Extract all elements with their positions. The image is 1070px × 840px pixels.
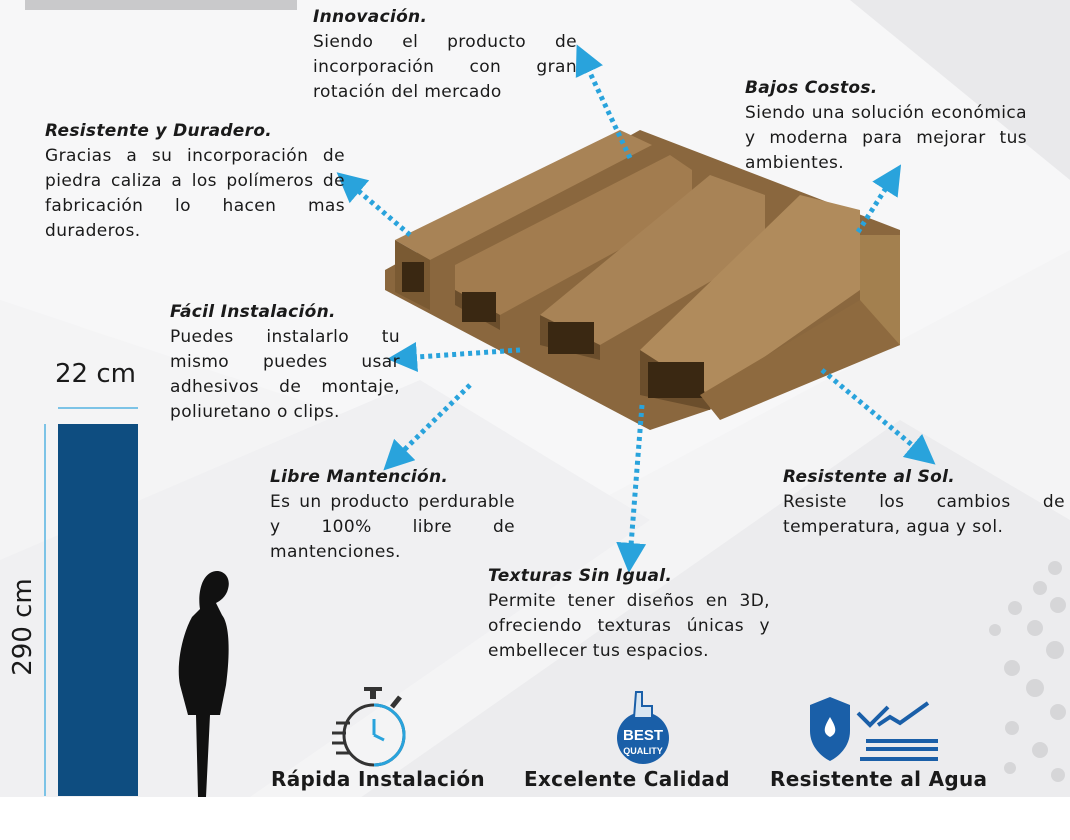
feature-bajos-costos: Bajos Costos. Siendo una solución económ…	[745, 76, 1027, 176]
badge-rapida-instalacion: Rápida Instalación	[271, 767, 485, 791]
feature-body: Gracias a su incorporación de piedra cal…	[45, 146, 345, 241]
feature-title: Libre Mantención.	[270, 467, 449, 487]
feature-innovacion: Innovación. Siendo el producto de incorp…	[313, 5, 577, 105]
feature-body: Puedes instalarlo tu mismo puedes usar a…	[170, 327, 400, 422]
arrow-texturas	[616, 404, 647, 573]
decorative-dots	[989, 561, 1066, 782]
arrow-libre	[383, 383, 472, 471]
person-silhouette	[178, 570, 229, 797]
arrow-innovacion	[575, 44, 633, 160]
arrow-bajos-costos	[855, 164, 902, 234]
panel-scale-bar	[58, 424, 138, 796]
feature-resistente-duradero: Resistente y Duradero. Gracias a su inco…	[45, 119, 345, 244]
feature-title: Resistente al Sol.	[783, 467, 955, 487]
width-label: 22 cm	[55, 359, 136, 389]
top-gray-bar	[25, 0, 297, 10]
feature-libre-mantencion: Libre Mantención. Es un producto perdura…	[270, 465, 515, 565]
height-line	[44, 424, 46, 796]
feature-body: Es un producto perdurable y 100% libre d…	[270, 492, 515, 562]
feature-body: Siendo el producto de incorporación con …	[313, 32, 577, 102]
feature-facil-instalacion: Fácil Instalación. Puedes instalarlo tu …	[170, 300, 400, 425]
feature-title: Fácil Instalación.	[170, 302, 336, 322]
badge-resistente-agua: Resistente al Agua	[770, 767, 988, 791]
stopwatch-icon	[332, 687, 406, 767]
height-label: 290 cm	[8, 578, 38, 676]
feature-title: Texturas Sin Igual.	[488, 566, 673, 586]
feature-body: Permite tener diseños en 3D, ofreciendo …	[488, 591, 770, 661]
water-shield-icon	[810, 697, 938, 761]
arrow-facil	[387, 342, 521, 372]
feature-resistente-sol: Resistente al Sol. Resiste los cambios d…	[783, 465, 1065, 540]
quality-text: QUALITY	[623, 746, 663, 756]
arrow-duradero	[336, 172, 412, 237]
feature-title: Bajos Costos.	[745, 78, 878, 98]
feature-title: Resistente y Duradero.	[45, 121, 273, 141]
arrow-sol	[820, 368, 936, 465]
feature-texturas: Texturas Sin Igual. Permite tener diseño…	[488, 564, 770, 664]
best-quality-icon: BEST QUALITY	[617, 691, 669, 764]
best-text: BEST	[623, 727, 663, 744]
bottom-margin	[0, 797, 1070, 840]
width-line	[58, 407, 138, 409]
feature-body: Resiste los cambios de temperatura, agua…	[783, 492, 1065, 537]
feature-body: Siendo una solución económica y moderna …	[745, 103, 1027, 173]
badge-excelente-calidad: Excelente Calidad	[524, 767, 730, 791]
feature-title: Innovación.	[313, 7, 428, 27]
